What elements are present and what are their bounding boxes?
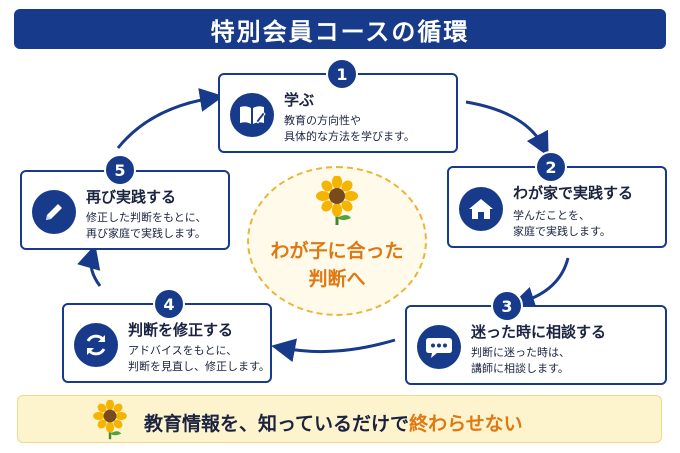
- sunflower-icon: [315, 175, 359, 230]
- book-pen-icon: [230, 93, 274, 137]
- step-description: アドバイスをもとに、 判断を見直し、修正します。: [128, 343, 270, 375]
- step-number-badge: 4: [153, 288, 185, 320]
- footer-banner: 教育情報を、知っているだけで終わらせない: [17, 395, 662, 443]
- house-icon: [459, 187, 503, 231]
- step-description: 判断に迷った時は、 講師に相談します。: [471, 345, 570, 377]
- arrow-4-to-5: [77, 244, 102, 287]
- step-number-badge: 1: [326, 58, 358, 90]
- arrow-3-to-4: [271, 338, 396, 363]
- title-bar: 特別会員コースの循環: [14, 9, 666, 49]
- arrow-2-to-3: [510, 257, 570, 310]
- arrow-5-to-1: [116, 88, 224, 149]
- step-line: 判断に迷った時は、: [471, 346, 570, 359]
- step-line: 修正した判断をもとに、: [86, 211, 207, 224]
- footer-highlight: 終わらせない: [409, 413, 523, 435]
- footer-message: 教育情報を、知っているだけで終わらせない: [144, 409, 523, 436]
- step-line: 教育の方向性や: [284, 114, 361, 127]
- step-line: 学んだことを、: [513, 209, 590, 222]
- step-card-4: 判断を修正する アドバイスをもとに、 判断を見直し、修正します。: [62, 303, 272, 383]
- step-card-1: 学ぶ 教育の方向性や 具体的な方法を学びます。: [218, 73, 458, 153]
- step-line: アドバイスをもとに、: [128, 344, 238, 357]
- page-title: 特別会員コースの循環: [210, 17, 470, 46]
- step-line: 再び家庭で実践します。: [86, 227, 206, 240]
- step-heading: 判断を修正する: [128, 321, 234, 339]
- step-line: 家庭で実践します。: [513, 225, 611, 238]
- step-line: 具体的な方法を学びます。: [284, 130, 415, 143]
- step-heading: わが家で実践する: [513, 184, 634, 202]
- sunflower-icon: [92, 399, 128, 444]
- step-card-3: 迷った時に相談する 判断に迷った時は、 講師に相談します。: [405, 305, 667, 385]
- step-number-badge: 2: [535, 151, 567, 183]
- arrow-1-to-2: [465, 100, 549, 157]
- step-heading: 学ぶ: [284, 91, 315, 109]
- step-line: 講師に相談します。: [471, 362, 569, 375]
- step-number-badge: 5: [104, 154, 136, 186]
- footer-text: 教育情報を、知っているだけで: [144, 413, 410, 435]
- step-card-2: わが家で実践する 学んだことを、 家庭で実践します。: [447, 166, 667, 248]
- center-text-line1: わが子に合った: [270, 240, 404, 262]
- pencil-icon: [32, 190, 76, 234]
- refresh-icon: [74, 323, 118, 367]
- step-number-badge: 3: [491, 290, 523, 322]
- center-text-line2: 判断へ: [308, 268, 366, 290]
- chat-bubble-icon: [417, 325, 461, 369]
- step-heading: 再び実践する: [86, 188, 177, 206]
- step-description: 修正した判断をもとに、 再び家庭で実践します。: [86, 210, 206, 242]
- step-description: 教育の方向性や 具体的な方法を学びます。: [284, 113, 415, 145]
- step-heading: 迷った時に相談する: [471, 323, 607, 341]
- step-description: 学んだことを、 家庭で実践します。: [513, 208, 611, 240]
- step-line: 判断を見直し、修正します。: [128, 360, 270, 373]
